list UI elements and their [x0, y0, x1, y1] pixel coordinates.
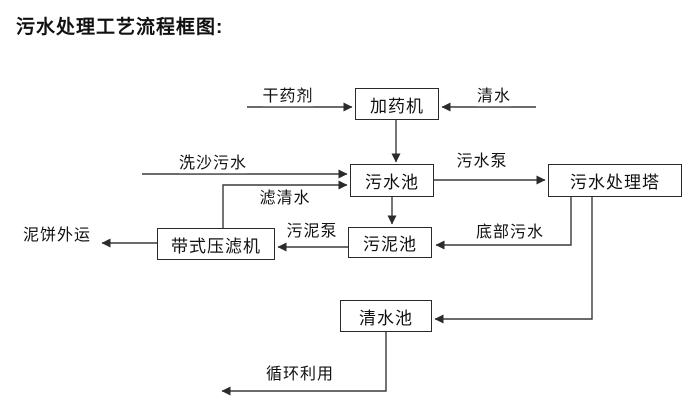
node-clean-water-pool: 清水池 — [340, 300, 432, 332]
edge-label-sludge-pump: 污泥泵 — [286, 223, 338, 241]
node-dosing-machine: 加药机 — [355, 88, 439, 120]
edge-label-mud-cake-out: 泥饼外运 — [22, 227, 92, 245]
edge-label-sewage-pump: 污水泵 — [456, 153, 508, 171]
arrow-recycle — [221, 332, 387, 396]
arrow-tower-to-clean-pool — [434, 197, 593, 324]
arrow-bottom-sewage — [435, 197, 572, 250]
node-sludge-pool: 污泥池 — [348, 227, 432, 258]
edge-label-dry-chemical: 干药剂 — [262, 88, 314, 106]
edge-label-bottom-sewage: 底部污水 — [475, 224, 545, 242]
edge-label-sand-washing-sewage: 洗沙污水 — [178, 155, 248, 173]
node-treatment-tower: 污水处理塔 — [548, 164, 682, 197]
node-sewage-pool: 污水池 — [350, 164, 434, 197]
node-belt-filter-press: 带式压滤机 — [157, 228, 275, 260]
edge-label-filtered-water: 滤清水 — [259, 190, 311, 208]
arrow-filtered-water — [222, 180, 348, 228]
edge-label-recycle: 循环利用 — [265, 366, 335, 384]
diagram-title: 污水处理工艺流程框图: — [16, 17, 224, 38]
edge-label-clean-water: 清水 — [476, 88, 512, 106]
